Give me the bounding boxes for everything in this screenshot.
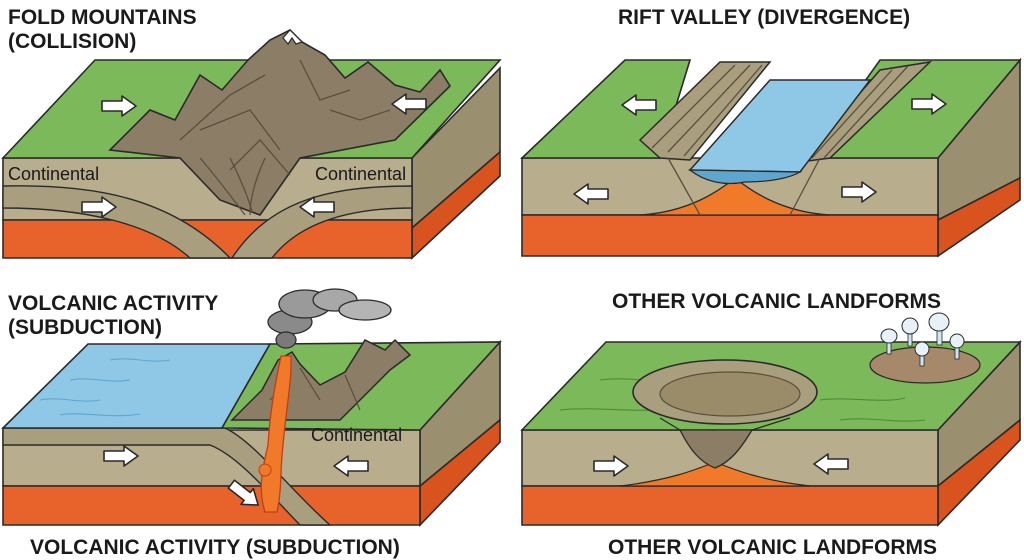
volcanic-activity-title: VOLCANIC ACTIVITY (SUBDUCTION) [8, 292, 248, 339]
geyser-icon [914, 341, 930, 367]
geyser-icon [928, 312, 950, 346]
rift-front-mantle [521, 214, 939, 257]
geyser-icon [880, 328, 898, 355]
rift-steps-left [638, 61, 772, 161]
other-volcanic-title: OTHER VOLCANIC LANDFORMS [612, 290, 941, 313]
fold-title-line2: (COLLISION) [8, 29, 137, 53]
ash-cloud-icon [267, 288, 392, 349]
fold-mountains-block: Continental Continental [1, 29, 502, 260]
other-front-mantle [521, 485, 939, 526]
fold-title-line1: FOLD MOUNTAINS [8, 6, 197, 29]
fold-mountains-title: FOLD MOUNTAINS (COLLISION) [8, 6, 268, 53]
caldera-vent [678, 429, 754, 469]
volcanic-title-line2: (SUBDUCTION) [8, 315, 162, 339]
volcanic-activity-caption: VOLCANIC ACTIVITY (SUBDUCTION) [30, 536, 400, 559]
fold-label-right: Continental [315, 164, 406, 184]
volcanic-label-continental: Continental [311, 425, 402, 445]
geyser-icon [949, 333, 965, 360]
rift-valley-block [519, 57, 1022, 258]
volcanic-title-line1: VOLCANIC ACTIVITY [8, 292, 219, 315]
fold-folds [199, 157, 266, 216]
caldera-floor [659, 371, 801, 417]
snow-cap-icon [282, 29, 304, 46]
fold-mountain-ridges [179, 59, 391, 176]
volc-oceanic-plate [2, 427, 332, 526]
geyser-icon [901, 317, 919, 347]
other-volcanic-caption: OTHER VOLCANIC LANDFORMS [608, 536, 937, 559]
fold-label-left: Continental [8, 164, 99, 184]
rift-valley-title: RIFT VALLEY (DIVERGENCE) [618, 6, 911, 29]
other-volcanic-block [520, 312, 1022, 527]
volc-front-mantle [2, 485, 421, 526]
fold-mountain-range [108, 29, 452, 216]
volcanic-activity-block: Continental [1, 288, 502, 527]
fold-right-plate [230, 185, 413, 259]
fold-left-plate [2, 185, 232, 259]
rift-valley-trough [688, 169, 803, 185]
